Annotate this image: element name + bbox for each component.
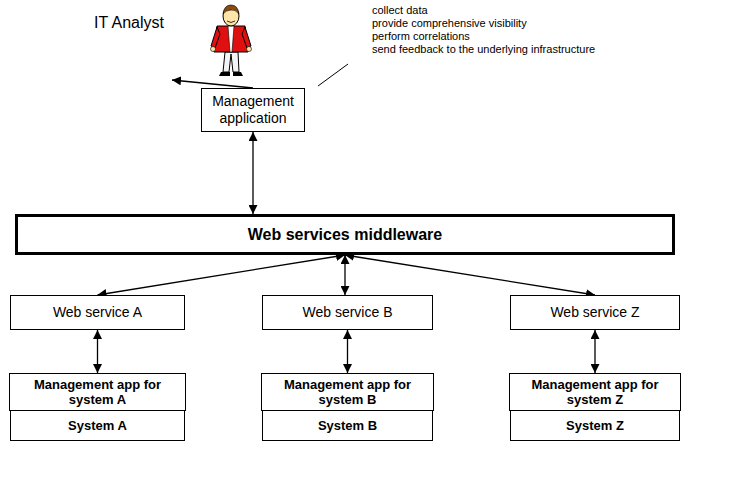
connector-arrow (345, 255, 595, 295)
note-text: provide comprehensive visibility (372, 17, 527, 30)
service-box: Web service B (262, 295, 433, 330)
connector-arrow (594, 330, 595, 373)
node-text: System A (68, 418, 127, 433)
service-box: Web service Z (510, 295, 680, 330)
node-text: Web service Z (550, 304, 639, 321)
connector-arrow (97, 330, 98, 373)
callout-note: send feedback to the underlying infrastr… (372, 43, 595, 56)
service-box: Web service A (10, 295, 185, 330)
node-text: Management application (206, 93, 300, 127)
management-box: Management app for system B (261, 373, 434, 411)
middleware-band: Web services middleware (15, 214, 675, 255)
person-figure (208, 2, 254, 80)
callout-note: perform correlations (372, 30, 470, 43)
node-text: IT Analyst (94, 14, 164, 32)
connector-arrow (344, 255, 345, 295)
analyst-figure: IT Analyst (88, 2, 256, 80)
leader-line (318, 64, 348, 86)
node-text: Management app for system B (266, 377, 429, 407)
note-text: send feedback to the underlying infrastr… (372, 43, 595, 56)
connector-arrow (98, 255, 346, 295)
management-box: Management app for system A (9, 373, 186, 411)
node-text: Management app for system A (14, 377, 181, 407)
callout-note: collect data (372, 4, 428, 17)
node-text: System B (318, 418, 377, 433)
note-text: perform correlations (372, 30, 470, 43)
node-text: Web services middleware (248, 226, 442, 244)
note-text: collect data (372, 4, 428, 17)
connector-arrow (347, 330, 348, 373)
node-text: Management app for system Z (514, 377, 676, 407)
system-box: System A (10, 410, 185, 441)
system-box: System Z (510, 410, 680, 441)
node-text: System Z (566, 418, 624, 433)
connector-arrow (252, 132, 253, 214)
system-box: System B (262, 410, 433, 441)
connector-arrow (172, 80, 253, 88)
process-box: Management application (201, 88, 305, 132)
management-box: Management app for system Z (509, 373, 681, 411)
node-text: Web service B (303, 304, 393, 321)
callout-note: provide comprehensive visibility (372, 17, 527, 30)
node-text: Web service A (53, 304, 142, 321)
